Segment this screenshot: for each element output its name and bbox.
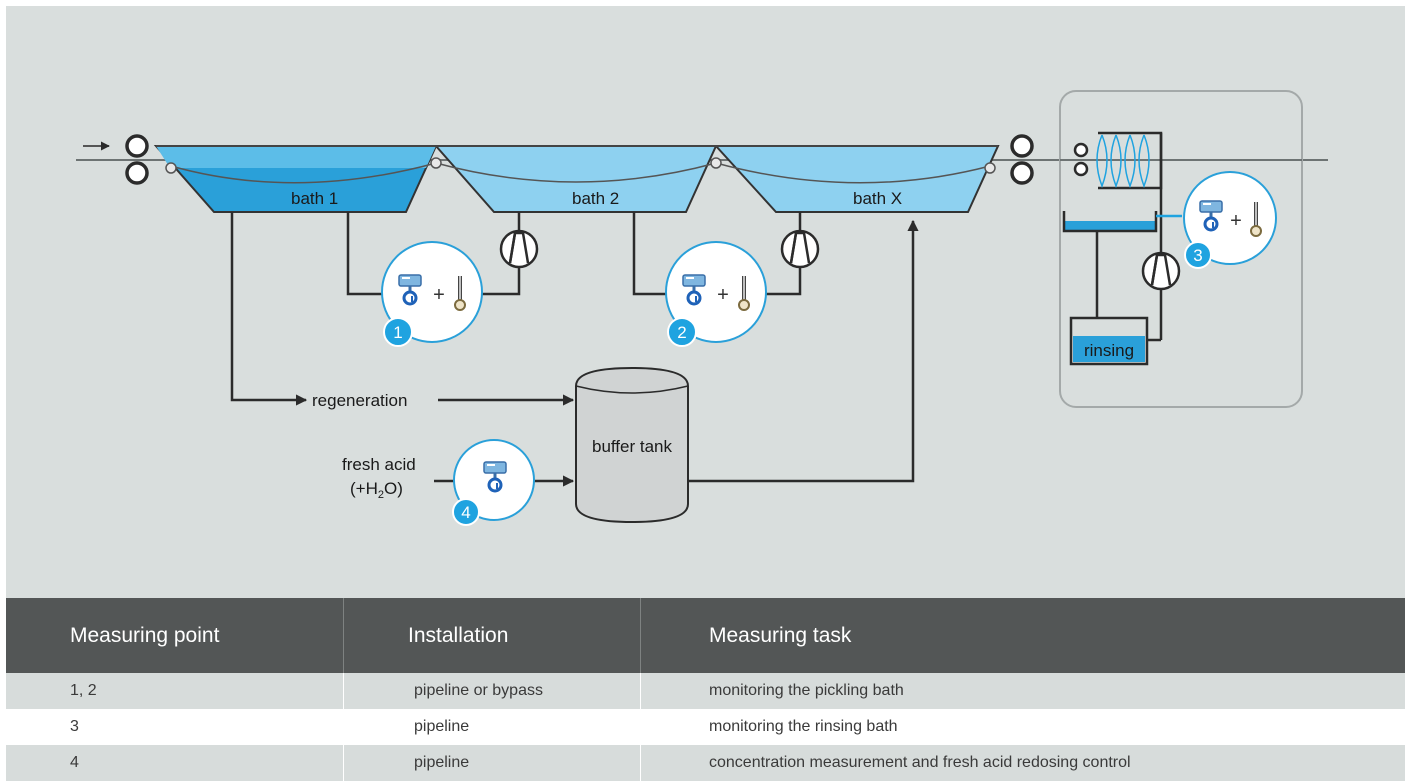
cell-installation: pipeline (343, 745, 640, 781)
entry-rollers-icon (125, 134, 149, 185)
point-2-number: 2 (677, 323, 686, 342)
point-3-number: 3 (1193, 246, 1202, 265)
cell-point: 4 (70, 754, 79, 771)
point-1-number: 1 (393, 323, 402, 342)
cell-task: concentration measurement and fresh acid… (640, 745, 1405, 781)
measuring-point-1: + (381, 241, 483, 347)
regeneration-label: regeneration (312, 391, 407, 410)
buffer-tank (575, 366, 689, 524)
plus-sign: + (433, 284, 445, 306)
exit-rollers-icon (1010, 134, 1034, 185)
cell-task: monitoring the pickling bath (640, 673, 1405, 709)
measuring-point-3: + (1183, 171, 1277, 269)
bath-1-label: bath 1 (291, 189, 338, 208)
measuring-points-table: Measuring point Installation Measuring t… (6, 598, 1405, 781)
spray-nozzles (1098, 131, 1163, 342)
pump-icon-rinsing (1141, 251, 1181, 291)
spray-pattern (1096, 134, 1150, 189)
pump-icon-bath-2 (780, 229, 820, 269)
rinsing-label: rinsing (1084, 341, 1134, 360)
point-4-number: 4 (461, 503, 470, 522)
cell-point: 3 (70, 718, 79, 735)
plus-sign: + (717, 284, 729, 306)
buffer-tank-label: buffer tank (592, 437, 673, 456)
table-row: 4 pipeline concentration measurement and… (6, 745, 1405, 781)
fresh-acid-water-label: (+H2O) (350, 479, 403, 501)
header-installation: Installation (343, 598, 640, 673)
bath-2-label: bath 2 (572, 189, 619, 208)
cell-installation: pipeline or bypass (343, 673, 640, 709)
bath-piping (230, 212, 919, 487)
measuring-point-4 (452, 439, 535, 526)
cell-point: 1, 2 (70, 682, 97, 699)
table-row: 1, 2 pipeline or bypass monitoring the p… (6, 673, 1405, 709)
table-header: Measuring point Installation Measuring t… (6, 598, 1405, 673)
measuring-point-2: + (665, 241, 767, 347)
cell-installation: pipeline (343, 709, 640, 745)
pump-icon-bath-1 (499, 229, 539, 269)
cell-task: monitoring the rinsing bath (640, 709, 1405, 745)
bath-x-label: bath X (853, 189, 902, 208)
rinse-collector (1062, 211, 1158, 319)
bath-tanks (153, 145, 1000, 213)
fresh-acid-label: fresh acid (342, 455, 416, 474)
rinsing-tank (1069, 316, 1149, 366)
header-measuring-task: Measuring task (640, 598, 1405, 673)
rinse-rollers-icon (1073, 142, 1089, 177)
plus-sign: + (1230, 210, 1242, 232)
process-diagram: bath 1 bath 2 bath X (6, 6, 1405, 598)
table-row: 3 pipeline monitoring the rinsing bath (6, 709, 1405, 745)
header-measuring-point: Measuring point (70, 623, 220, 647)
